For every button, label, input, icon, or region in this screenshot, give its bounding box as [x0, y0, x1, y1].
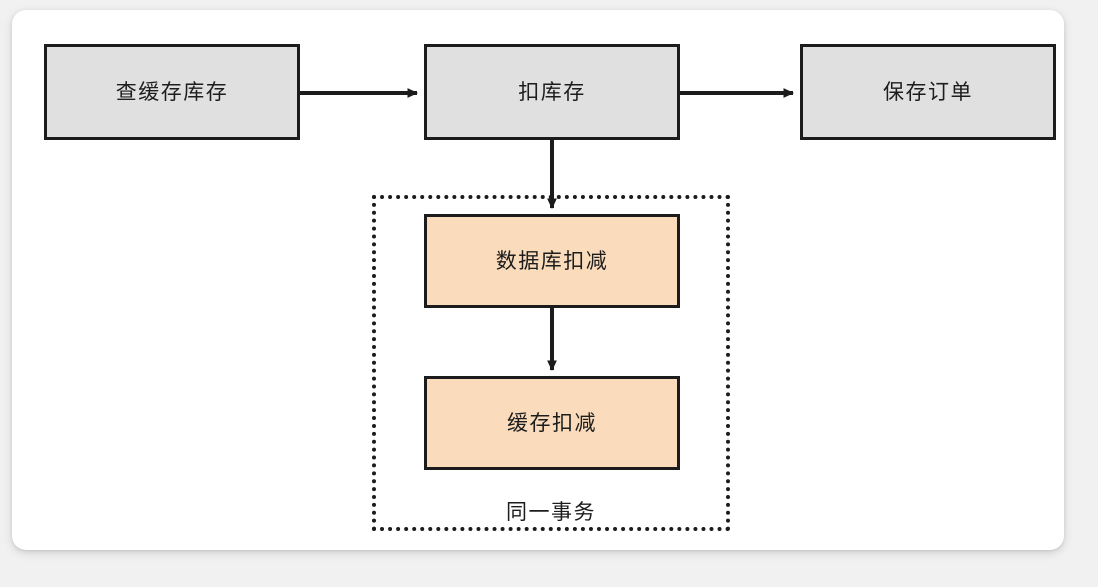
node-cache-deduct[interactable]: 缓存扣减 [424, 376, 680, 470]
node-save-order[interactable]: 保存订单 [800, 44, 1056, 140]
node-db-deduct[interactable]: 数据库扣减 [424, 214, 680, 308]
node-check-cache-stock-label: 查缓存库存 [115, 79, 229, 104]
node-check-cache-stock[interactable]: 查缓存库存 [44, 44, 300, 140]
node-save-order-label: 保存订单 [883, 79, 973, 104]
transaction-group-label: 同一事务 [506, 500, 596, 524]
node-deduct-stock-label: 扣库存 [518, 79, 586, 104]
node-cache-deduct-label: 缓存扣减 [507, 410, 597, 435]
node-db-deduct-label: 数据库扣减 [495, 248, 609, 273]
node-deduct-stock[interactable]: 扣库存 [424, 44, 680, 140]
